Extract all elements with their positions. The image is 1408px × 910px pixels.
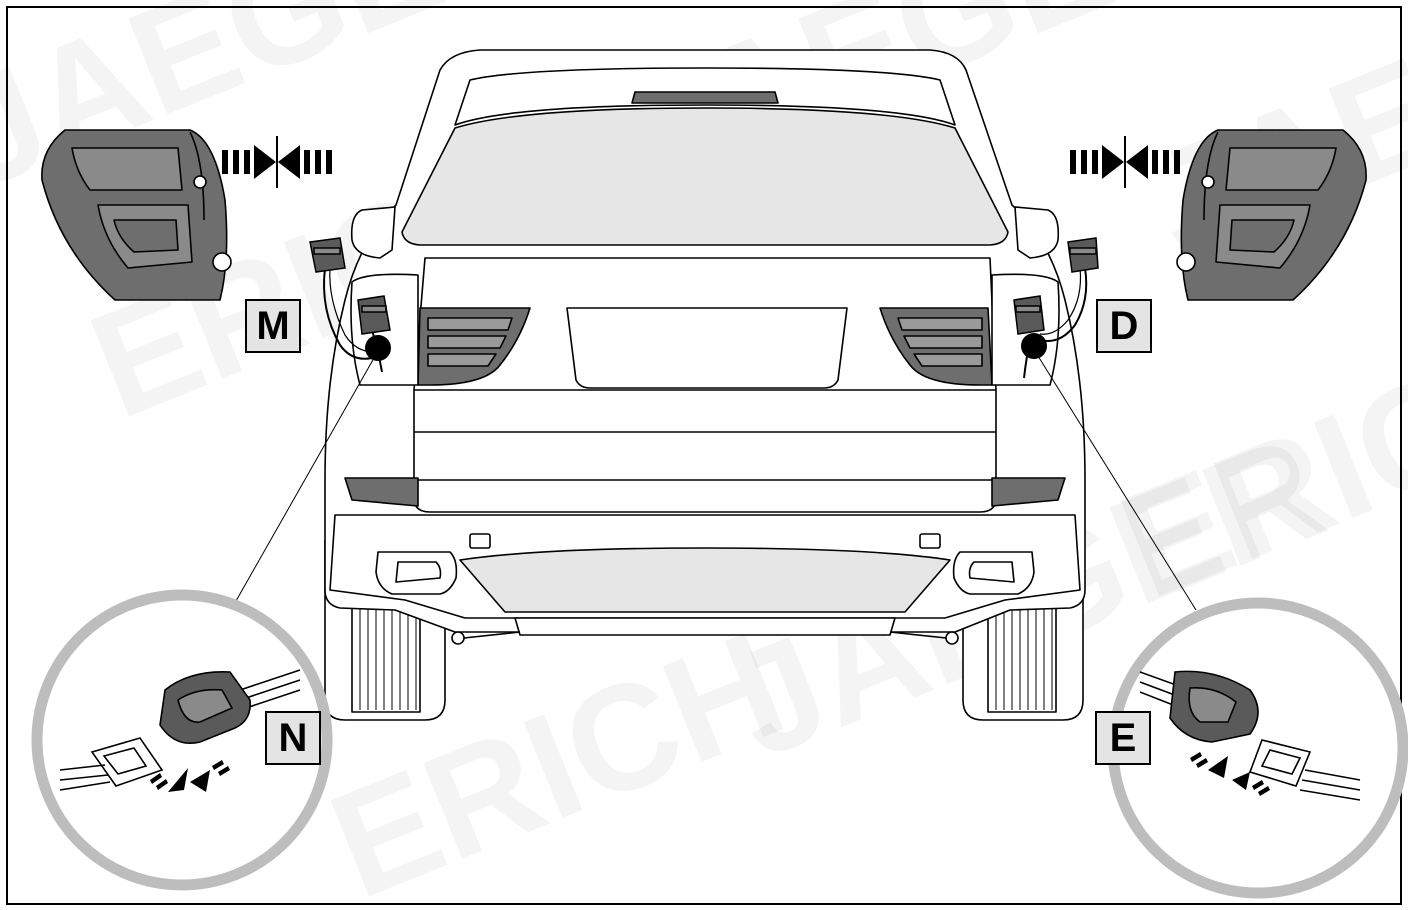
right-mirror — [1014, 206, 1060, 259]
right-connector-icon — [1013, 237, 1099, 335]
label-d: D — [1096, 299, 1152, 353]
magnifier-circle-icon-right — [1107, 597, 1408, 899]
magnifier-circle-icon-left — [31, 589, 333, 891]
pointer-line-left — [231, 357, 375, 609]
left-connector-icon — [309, 237, 391, 335]
label-m: M — [245, 299, 301, 353]
car-left-tail-light — [417, 307, 531, 386]
license-plate-recess — [566, 307, 848, 389]
pointer-line-right — [1037, 355, 1197, 611]
location-dot-icon-left — [365, 335, 391, 361]
left-reflector — [344, 477, 419, 507]
rear-window — [401, 107, 1009, 246]
right-tail-light-icon — [1176, 129, 1367, 301]
left-tail-light-icon — [41, 129, 232, 301]
brake-light — [631, 91, 779, 104]
car-right-tail-light — [879, 307, 993, 386]
location-dot-icon-right — [1021, 333, 1047, 359]
connect-arrows-icon-top-right — [1070, 136, 1180, 188]
label-n: N — [265, 711, 321, 765]
right-fog-light — [952, 551, 1035, 595]
left-fog-light — [375, 551, 458, 595]
diffuser — [459, 547, 951, 613]
label-e: E — [1095, 711, 1151, 765]
left-mirror — [350, 206, 396, 259]
right-reflector — [991, 477, 1066, 507]
car-rear-icon — [324, 49, 1086, 721]
connect-arrows-icon-top-left — [222, 136, 332, 188]
